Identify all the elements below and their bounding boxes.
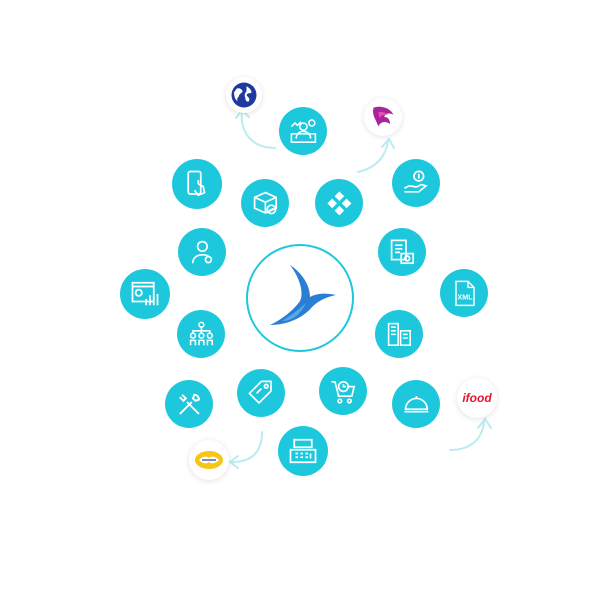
invoice-photo-icon xyxy=(390,239,414,264)
arrow-diamond-eagle xyxy=(357,141,389,173)
price-tag-node[interactable] xyxy=(237,369,285,417)
package-check-icon xyxy=(253,191,277,215)
analyst-desk-node[interactable] xyxy=(279,107,327,155)
package-check-node[interactable] xyxy=(241,179,289,227)
cart-clock-icon xyxy=(330,380,355,404)
tools-node[interactable] xyxy=(165,380,213,428)
globe-node[interactable] xyxy=(226,77,262,113)
diamond-grid-node[interactable] xyxy=(315,179,363,227)
xml-file-icon: XML xyxy=(454,280,475,306)
user-gear-node[interactable] xyxy=(178,228,226,276)
ifood-logo: ifood xyxy=(462,391,492,405)
money-hand-node[interactable] xyxy=(392,159,440,207)
ifood-node[interactable]: ifood xyxy=(457,378,497,418)
analyst-desk-icon xyxy=(290,118,316,143)
arrow-cloche-ifood xyxy=(449,421,485,451)
cloche-service-node[interactable] xyxy=(392,380,440,428)
mobile-touch-node[interactable] xyxy=(172,159,222,209)
eagle-node[interactable] xyxy=(364,98,402,136)
invoice-photo-node[interactable] xyxy=(378,228,426,276)
team-hierarchy-node[interactable] xyxy=(177,310,225,358)
cart-clock-node[interactable] xyxy=(319,367,367,415)
xml-file-node[interactable]: XML xyxy=(440,269,488,317)
arrow-analyst-globe xyxy=(240,111,276,149)
handshake-node[interactable] xyxy=(189,440,229,480)
buildings-node[interactable] xyxy=(375,310,423,358)
svg-text:XML: XML xyxy=(457,292,473,301)
team-hierarchy-icon xyxy=(189,321,213,345)
center-logo xyxy=(246,244,354,352)
handshake-icon xyxy=(195,451,223,469)
dashboard-screen-node[interactable] xyxy=(120,269,170,319)
cash-register-icon xyxy=(289,438,317,464)
user-gear-icon xyxy=(191,240,212,264)
price-tag-icon xyxy=(247,380,272,404)
money-hand-icon xyxy=(403,170,428,193)
mobile-touch-icon xyxy=(187,170,206,197)
dashboard-screen-icon xyxy=(131,281,159,306)
cash-register-node[interactable] xyxy=(278,426,328,476)
arrow-tag-handshake xyxy=(231,431,263,463)
diamond-grid-icon xyxy=(326,190,351,215)
hummingbird-logo xyxy=(270,265,336,325)
tools-icon xyxy=(178,393,200,415)
buildings-icon xyxy=(387,322,411,346)
eagle-logo-icon xyxy=(373,106,394,127)
cloche-service-icon xyxy=(403,395,428,413)
globe-icon xyxy=(231,82,257,108)
